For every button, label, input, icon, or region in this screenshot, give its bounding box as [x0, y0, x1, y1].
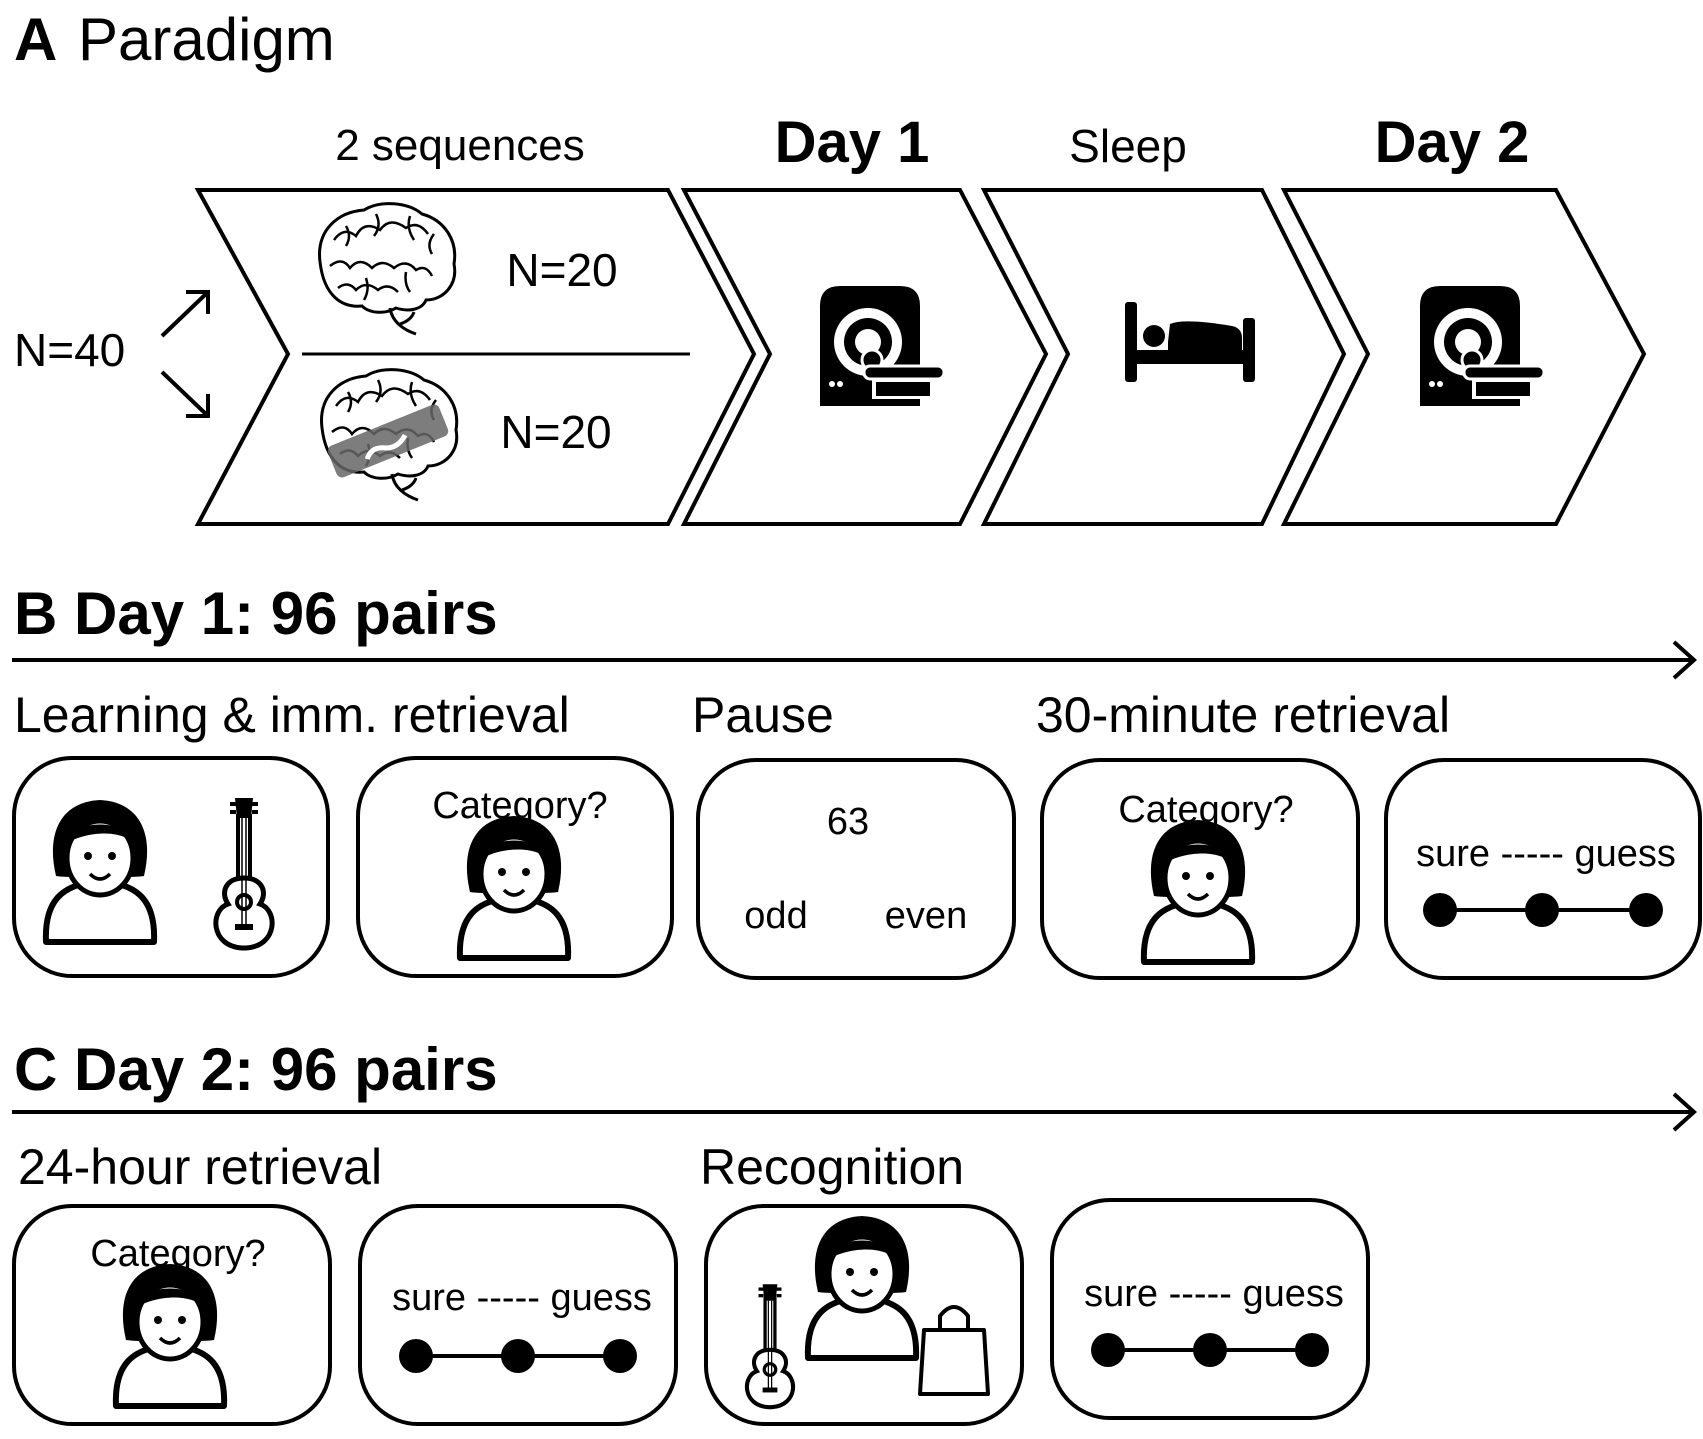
- card-confidence-recognition: [1050, 1198, 1370, 1420]
- face-icon: [116, 1264, 224, 1406]
- brain-stimulation-icon: [320, 368, 459, 502]
- chevron-groups: [194, 188, 757, 526]
- panel-a-letter: A: [14, 6, 57, 73]
- timeline-arrow-day1: [12, 640, 1697, 680]
- stage-pause: Pause: [692, 687, 834, 743]
- confidence-scale-label: sure ----- guess: [392, 1277, 652, 1319]
- split-arrow-up: [160, 290, 210, 338]
- sleep-label: Sleep: [1069, 120, 1187, 172]
- timeline-arrow-day2: [12, 1092, 1697, 1132]
- confidence-scale-dots: [1423, 893, 1663, 927]
- pause-option-odd: odd: [744, 895, 807, 937]
- confidence-scale-label: sure ----- guess: [1416, 833, 1676, 875]
- face-icon: [1144, 820, 1252, 962]
- card-confidence-day2: [358, 1204, 678, 1426]
- group-bottom-n: N=20: [500, 406, 611, 458]
- card-pause: [696, 758, 1016, 980]
- total-n-label: N=40: [14, 324, 125, 376]
- confidence-scale-dots: [399, 1339, 637, 1373]
- group-top-n: N=20: [506, 244, 617, 296]
- pause-number: 63: [827, 801, 869, 843]
- panel-b-title: B Day 1: 96 pairs: [14, 580, 498, 647]
- stage-30min-retrieval: 30-minute retrieval: [1036, 687, 1450, 743]
- pause-option-even: even: [885, 895, 967, 937]
- confidence-scale-dots: [1091, 1333, 1329, 1367]
- face-icon: [46, 800, 154, 942]
- split-arrow-down: [160, 370, 210, 418]
- sequences-label: 2 sequences: [335, 121, 585, 170]
- stage-learning: Learning & imm. retrieval: [14, 687, 570, 743]
- confidence-scale-label: sure ----- guess: [1084, 1273, 1344, 1315]
- face-icon: [808, 1216, 916, 1358]
- stage-recognition: Recognition: [700, 1139, 964, 1195]
- panel-a-title: Paradigm: [78, 6, 335, 73]
- day1-label: Day 1: [775, 110, 930, 175]
- face-icon: [460, 816, 568, 958]
- day2-label: Day 2: [1375, 110, 1530, 175]
- stage-24h-retrieval: 24-hour retrieval: [18, 1139, 382, 1195]
- card-confidence-day1: [1384, 758, 1702, 980]
- panel-c-title: C Day 2: 96 pairs: [14, 1036, 498, 1103]
